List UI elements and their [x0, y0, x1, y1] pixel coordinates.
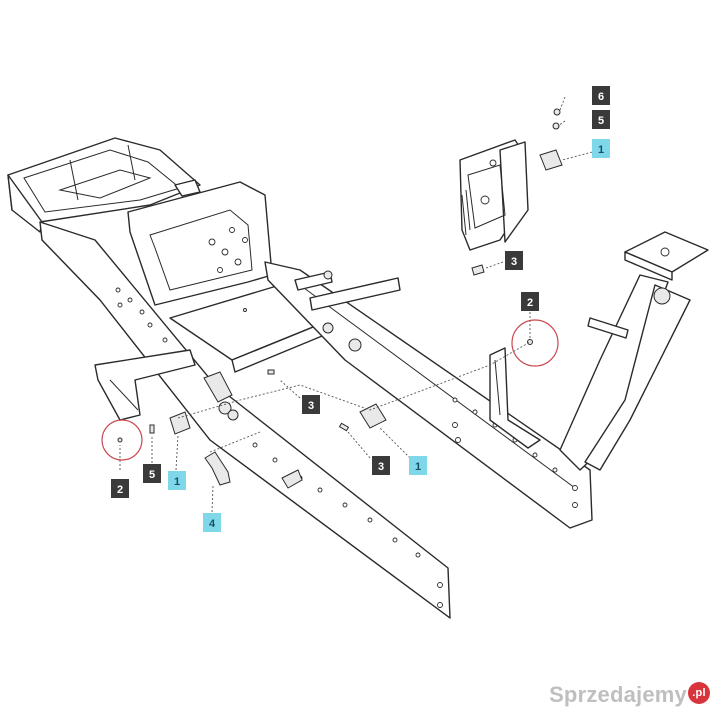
svg-text:1: 1: [598, 144, 604, 156]
svg-text:6: 6: [598, 91, 604, 103]
right-rail: [264, 261, 593, 529]
callout-6-top[interactable]: 6: [592, 86, 610, 105]
callout-3-lower[interactable]: 3: [372, 456, 390, 475]
highlight-circles: [101, 319, 559, 461]
pedal-assembly: [559, 231, 709, 471]
callout-3-center[interactable]: 3: [302, 395, 320, 414]
svg-text:5: 5: [149, 469, 155, 481]
front-left-bracket: [94, 349, 239, 421]
rear-tower: [127, 181, 273, 306]
callout-3-upper[interactable]: 3: [505, 251, 523, 270]
watermark-text: Sprzedajemy: [549, 682, 687, 707]
rear-frame: [7, 137, 201, 233]
highlight-circle-right: [511, 319, 559, 367]
svg-text:2: 2: [117, 484, 123, 496]
watermark: Sprzedajemy.pl: [549, 682, 710, 708]
callout-1-left[interactable]: 1: [168, 471, 186, 490]
svg-text:1: 1: [415, 461, 421, 473]
upper-assembly: [459, 108, 563, 276]
highlight-circle-left: [101, 419, 143, 461]
svg-text:3: 3: [378, 461, 384, 473]
callout-5-left[interactable]: 5: [143, 464, 161, 483]
watermark-suffix: .pl: [688, 682, 710, 704]
callout-5-top[interactable]: 5: [592, 110, 610, 129]
cross-rods: [294, 270, 401, 311]
svg-text:3: 3: [308, 400, 314, 412]
callout-1-top[interactable]: 1: [592, 139, 610, 158]
small-parts: [117, 339, 533, 489]
svg-text:2: 2: [527, 297, 533, 309]
svg-text:4: 4: [209, 518, 216, 530]
callout-4[interactable]: 4: [203, 513, 221, 532]
right-rail-holes: [452, 397, 578, 508]
callout-2-right[interactable]: 2: [521, 292, 539, 311]
svg-text:3: 3: [511, 256, 517, 268]
right-bracket: [489, 347, 541, 449]
svg-text:5: 5: [598, 115, 604, 127]
callout-2-left[interactable]: 2: [111, 479, 129, 498]
leader-lines: [119, 96, 597, 513]
svg-text:1: 1: [174, 476, 180, 488]
callout-1-center[interactable]: 1: [409, 456, 427, 475]
